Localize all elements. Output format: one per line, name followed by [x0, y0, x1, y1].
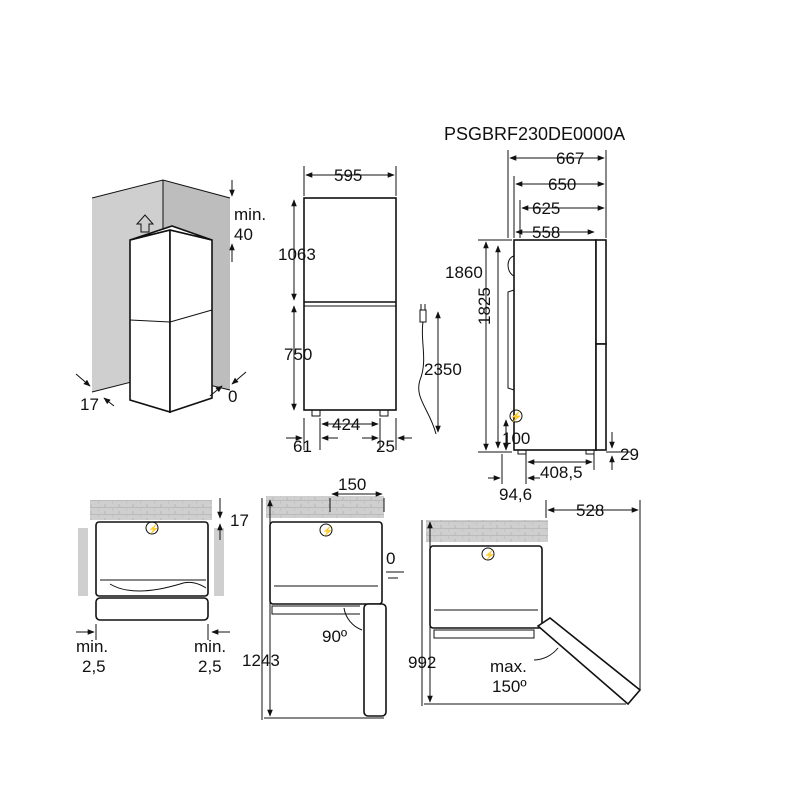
- cabinet-depth: 558: [532, 223, 560, 242]
- side-min-value-right: 2,5: [198, 657, 222, 676]
- power-cable: 2350: [418, 304, 462, 435]
- plug-symbol-top2: ⚡: [322, 525, 333, 537]
- left-offset: 61: [293, 437, 312, 456]
- feet-span: 424: [332, 415, 360, 434]
- top-view-closed: ⚡ 17 min. 2,5 min. 2,5: [76, 498, 249, 676]
- model-code: PSGBRF230DE0000A: [444, 124, 625, 144]
- cable-length: 2350: [424, 360, 462, 379]
- front-width: 595: [334, 166, 362, 185]
- bottom-gap: 29: [620, 445, 639, 464]
- side-gap-left: 17: [80, 395, 99, 414]
- door-clearance: 150: [338, 475, 366, 494]
- side-min-label-left: min.: [76, 637, 108, 656]
- front-view: 595 1063 750 424 61 25: [278, 166, 412, 456]
- plug-symbol-top3: ⚡: [484, 549, 495, 561]
- right-offset: 25: [376, 437, 395, 456]
- depth-625: 625: [532, 199, 560, 218]
- height-body: 1825: [475, 287, 494, 325]
- top-clearance-label: min.: [234, 205, 266, 224]
- depth-open-90: 1243: [242, 651, 280, 670]
- side-view: ⚡ 667 650 625 558 1860 1825 100 408,5 94…: [445, 149, 639, 504]
- width-open-150: 528: [576, 501, 604, 520]
- total-depth: 667: [556, 149, 584, 168]
- wall-gap: 17: [230, 511, 249, 530]
- fridge-height: 750: [284, 345, 312, 364]
- side-min-value-left: 2,5: [82, 657, 106, 676]
- plug-symbol-top1: ⚡: [148, 523, 159, 535]
- plug-height: 100: [502, 429, 530, 448]
- top-view-open-150: ⚡ max. 150º 528 992: [408, 500, 642, 706]
- angle-max-value: 150º: [492, 677, 527, 696]
- height-total: 1860: [445, 263, 483, 282]
- hinge-gap: 0: [386, 549, 395, 568]
- angle-max-label: max.: [490, 657, 527, 676]
- depth-open-150: 992: [408, 653, 436, 672]
- installation-view: min. 40 17 0: [75, 179, 266, 414]
- angle-90: 90º: [322, 627, 347, 646]
- side-gap-right: 0: [228, 387, 237, 406]
- top-view-open-90: ⚡ 90º 150 0 1243: [242, 475, 404, 720]
- depth-650: 650: [548, 175, 576, 194]
- plug-symbol: ⚡: [510, 410, 522, 423]
- rear-offset: 94,6: [499, 485, 532, 504]
- foot-offset: 408,5: [540, 463, 583, 482]
- top-clearance-value: 40: [234, 225, 253, 244]
- freezer-height: 1063: [278, 245, 316, 264]
- side-min-label-right: min.: [194, 637, 226, 656]
